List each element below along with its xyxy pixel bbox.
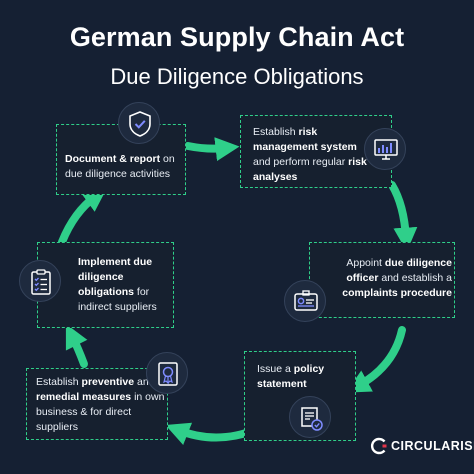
- step-document-report: Document & report on due diligence activ…: [56, 124, 186, 195]
- step-text-plain: and establish a: [378, 272, 452, 284]
- step-text: Establish preventive and remedial measur…: [36, 375, 166, 435]
- page-subtitle: Due Diligence Obligations: [110, 64, 364, 89]
- step-indirect-suppliers: Implement due diligence obligations for …: [37, 242, 174, 328]
- step-text-plain: Establish: [253, 126, 299, 138]
- step-text-bold: risk management system: [253, 126, 357, 153]
- step-text-plain: Establish: [36, 376, 82, 388]
- step-text: Appoint due diligence officer and establ…: [334, 256, 452, 301]
- step-text-bold: preventive: [81, 376, 135, 388]
- document-check-icon: [289, 396, 331, 438]
- step-text-bold: remedial measures: [36, 391, 132, 403]
- step-text-plain: in own business & for direct suppliers: [36, 391, 165, 433]
- brand-name: CIRCULARISE: [391, 439, 474, 453]
- arrow-risk-to-officer: [388, 181, 418, 252]
- step-risk-management: Establish risk management system and per…: [240, 115, 392, 188]
- circularise-logo-icon: [370, 437, 387, 455]
- step-text-plain: for indirect suppliers: [78, 286, 157, 313]
- step-text-bold: risk analyses: [253, 156, 367, 183]
- step-text-bold: complaints procedure: [342, 287, 452, 299]
- step-preventive-measures: Establish preventive and remedial measur…: [26, 368, 168, 440]
- shield-check-icon: [118, 102, 160, 144]
- step-text-bold: Implement due diligence obligations: [78, 256, 153, 298]
- monitor-chart-icon: [364, 128, 406, 170]
- arrow-document-to-risk: [184, 137, 240, 162]
- clipboard-checklist-icon: [19, 260, 61, 302]
- step-text-plain: Appoint: [346, 257, 385, 269]
- step-text-plain: on due diligence activities: [65, 153, 175, 180]
- step-text: Implement due diligence obligations for …: [78, 255, 172, 315]
- step-text-bold: policy statement: [257, 363, 325, 390]
- id-badge-icon: [284, 280, 326, 322]
- step-text-bold: Document & report: [65, 153, 161, 165]
- step-text: Document & report on due diligence activ…: [65, 152, 183, 182]
- step-text: Issue a policy statement: [257, 362, 341, 392]
- step-text: Establish risk management system and per…: [253, 125, 375, 185]
- certificate-icon: [146, 352, 188, 394]
- step-text-plain: Issue a: [257, 363, 294, 375]
- step-text-bold: due diligence officer: [346, 257, 452, 284]
- arrow-preventive-to-indirect: [65, 323, 88, 368]
- arrow-indirect-to-document: [58, 187, 107, 246]
- step-text-plain: and perform regular: [253, 156, 349, 168]
- step-appoint-officer: Appoint due diligence officer and establ…: [309, 242, 455, 318]
- arrow-officer-to-policy: [346, 326, 406, 393]
- page-title: German Supply Chain Act: [69, 22, 405, 52]
